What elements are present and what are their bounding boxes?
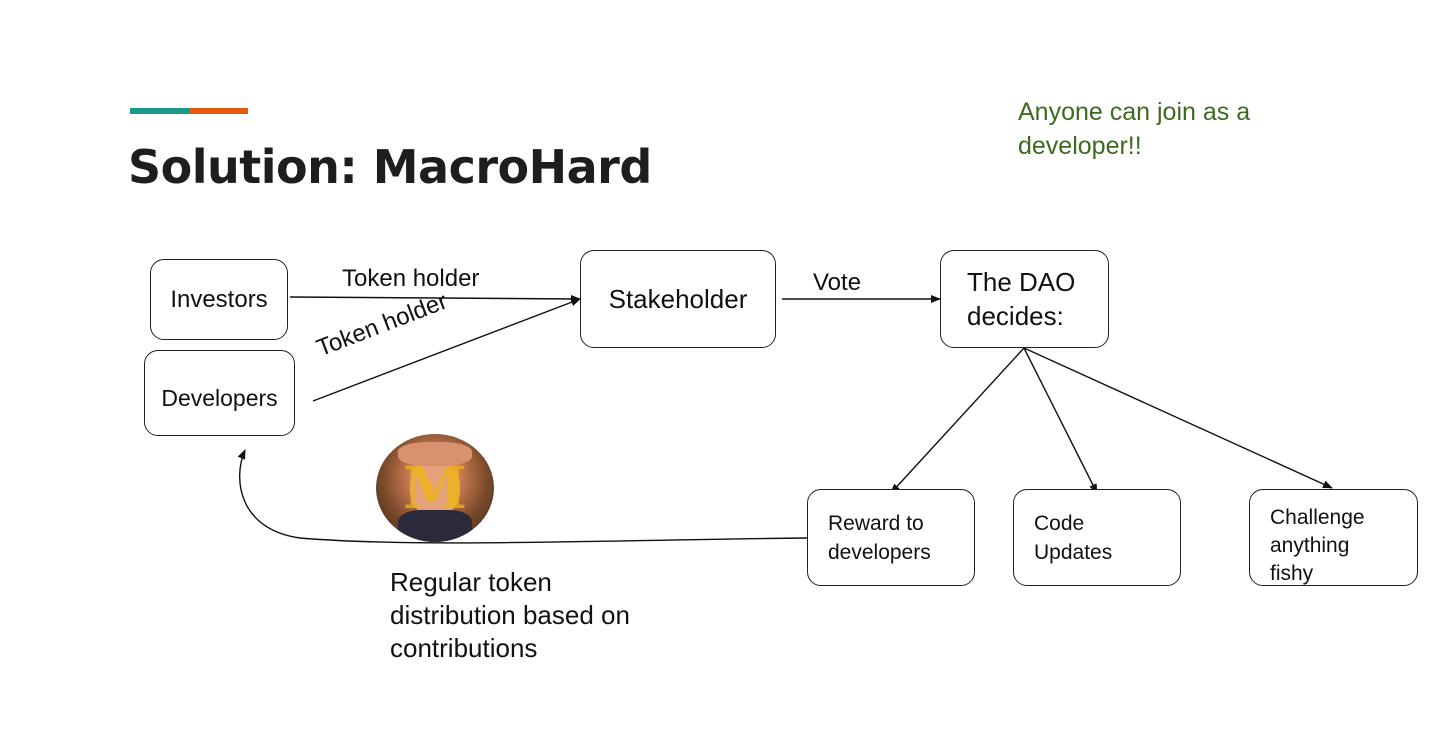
node-code-updates: Code Updates	[1013, 489, 1181, 586]
edge-investors-stakeholder	[289, 294, 581, 303]
avatar-face	[410, 460, 460, 516]
node-investors: Investors	[150, 259, 288, 340]
node-dao-label: The DAO decides:	[967, 267, 1076, 331]
node-challenge-label: Challenge anything fishy	[1270, 506, 1365, 585]
node-stakeholder: Stakeholder	[580, 250, 776, 348]
developer-note: Anyone can join as a developer!!	[1018, 98, 1251, 160]
accent-bar-teal	[130, 108, 190, 114]
edge-dao-reward	[890, 347, 1025, 494]
avatar-hands	[398, 442, 472, 466]
accent-bar-orange	[190, 108, 248, 114]
edge-label-investors: Token holder	[342, 265, 480, 292]
node-investors-label: Investors	[170, 285, 268, 313]
avatar-letter: M	[402, 454, 468, 522]
avatar-suit	[398, 510, 472, 542]
edge-label-vote: Vote	[813, 269, 862, 296]
edge-reward-developers	[237, 449, 808, 544]
person-photo-icon: M	[376, 434, 494, 542]
edge-dao-code	[1023, 347, 1098, 494]
node-developers: Developers	[144, 350, 295, 436]
reward-caption: Regular token distribution based on cont…	[390, 567, 630, 663]
edge-dao-challenge	[1023, 347, 1333, 489]
slide-title: Solution: MacroHard	[128, 140, 652, 194]
node-reward-label: Reward to developers	[828, 511, 931, 564]
node-reward: Reward to developers	[807, 489, 975, 586]
node-dao: The DAO decides:	[940, 250, 1109, 348]
node-developers-label: Developers	[161, 384, 278, 411]
edge-developers-stakeholder	[312, 298, 581, 402]
node-challenge: Challenge anything fishy	[1249, 489, 1418, 586]
node-code-updates-label: Code Updates	[1034, 511, 1113, 564]
node-stakeholder-label: Stakeholder	[608, 283, 748, 314]
